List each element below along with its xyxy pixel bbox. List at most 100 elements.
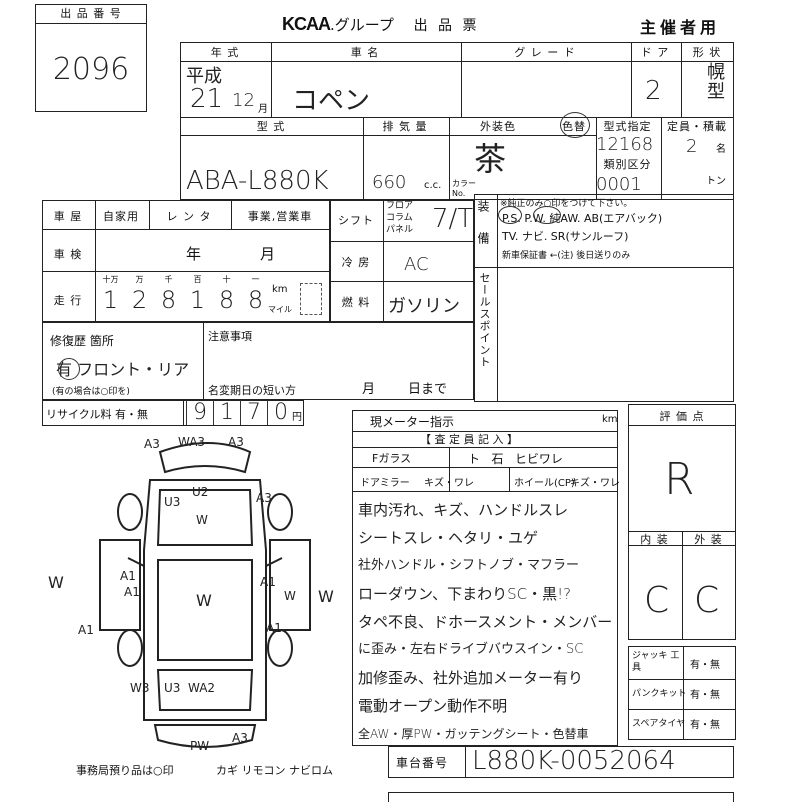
- damage-mark: WA2: [188, 681, 215, 695]
- damage-mark: W: [284, 589, 296, 603]
- note-line: 全AW・厚PW・ガッテングシート・色替車: [358, 727, 589, 741]
- tire-front-right: [267, 493, 293, 531]
- damage-mark: W: [48, 573, 64, 592]
- grade-score: R: [664, 454, 695, 505]
- class-value: 0001: [596, 174, 642, 195]
- tire-rear-right: [267, 629, 293, 667]
- inspection-label: 車 検: [53, 248, 83, 261]
- hood-shape: [156, 489, 254, 546]
- digit-label-100: 百: [193, 275, 202, 284]
- damage-mark: W3: [130, 681, 150, 695]
- spare-label: スペアタイヤ: [632, 719, 686, 729]
- tire-rear-left: [117, 629, 143, 667]
- jack-label: ジャッキ 工 具: [632, 651, 680, 673]
- shift-label: シフト: [338, 214, 374, 227]
- damage-mark: A1: [260, 575, 276, 589]
- fuel-label: 燃 料: [341, 296, 371, 309]
- puncture-label: パンクキット: [632, 689, 687, 699]
- chassis-label: 車台番号: [396, 756, 449, 770]
- damage-mark: W: [196, 591, 212, 610]
- shift-option-floor: フロア: [386, 201, 414, 211]
- equipment-note: ※純正のみ○印をつけて下さい。: [500, 199, 633, 209]
- damage-mark: A3: [144, 437, 160, 451]
- note-line: に歪み・左右ドライブバウスイン・SC: [358, 642, 584, 657]
- mileage-digit-labels: 十万 万 千 百 十 一: [96, 274, 270, 285]
- displacement-label: 排 気 量: [382, 120, 428, 133]
- recycle-digits: 9 1 7 0: [186, 400, 294, 425]
- ac-label: 冷 房: [341, 256, 371, 269]
- note-line: ローダウン、下まわりSC・黒!?: [358, 585, 572, 603]
- tire-front-left: [117, 493, 143, 531]
- chassis-value: L880K-0052064: [472, 746, 676, 776]
- accessory-table: [628, 646, 736, 740]
- name-change-label: 名変期日の短い方: [208, 384, 296, 397]
- grade-label: グ レ ー ド: [514, 46, 576, 59]
- ps-circle: [498, 206, 522, 224]
- jack-option: 有・無: [690, 660, 720, 671]
- use-label: 車 屋: [53, 210, 83, 223]
- digit-label-1: 一: [251, 275, 260, 284]
- body-outline: [143, 479, 267, 721]
- org-logo: KCAA: [282, 14, 331, 34]
- equipment-line1: P.S. P.W. 純AW. AB(エアバック): [502, 212, 663, 225]
- shift-options: フロア コラム パネル: [386, 200, 413, 236]
- repair-note: (有の場合は○印を): [52, 387, 130, 397]
- bottom-partial-box: [388, 792, 734, 802]
- note-line: 電動オープン動作不明: [358, 697, 508, 715]
- org-suffix: .グループ: [330, 16, 394, 34]
- equipment-line3: 新車保証書 ←(注) 後日送りのみ: [502, 251, 631, 261]
- note-line: 車内汚れ、キズ、ハンドルスレ: [358, 501, 569, 519]
- digit-label-100k: 十万: [102, 275, 119, 284]
- capacity-label: 定員・積載: [667, 120, 727, 133]
- equipment-box: [474, 194, 734, 402]
- exterior-label: 外 装: [694, 533, 723, 546]
- month-value: 12: [232, 90, 255, 111]
- door-label: ド ア: [640, 46, 670, 59]
- type-designation-value: 12168: [596, 134, 654, 155]
- car-damage-diagram: A3 WA3 A3 U3 U2 A3 W W A1 A1 A1 W W A1 W…: [48, 435, 334, 753]
- trunk-shape: [156, 669, 254, 711]
- mileage-digit: 2: [131, 286, 148, 314]
- note-line: 社外ハンドル・シフトノブ・マフラー: [358, 558, 580, 573]
- year-label: 年 式: [210, 46, 240, 59]
- lot-number-box: 出 品 番 号 2096: [35, 4, 147, 112]
- name-change-day: 日まで: [408, 382, 448, 397]
- shift-option-panel: パネル: [386, 225, 414, 235]
- ac-value: AC: [404, 254, 429, 275]
- model-value: ABA-L880K: [186, 166, 329, 196]
- year-value: 21: [190, 84, 224, 114]
- shape-label: 形 状: [692, 46, 722, 59]
- meter-label: 現メーター指示: [370, 415, 455, 429]
- left-mirror-line: [127, 557, 145, 567]
- color-no-label: カラー No.: [452, 179, 476, 198]
- recycle-digit: 7: [240, 400, 267, 425]
- load-unit: トン: [706, 176, 726, 187]
- type-designation-label: 型式指定: [603, 120, 652, 133]
- damage-mark: W: [318, 587, 334, 606]
- use-option-business: 事業,営業車: [247, 210, 313, 223]
- damage-mark: A1: [120, 569, 136, 583]
- inspector-box: [352, 410, 618, 746]
- glass-label: Fガラス: [372, 452, 412, 465]
- grade-label: 評 価 点: [659, 410, 705, 423]
- grade-box: [628, 404, 736, 640]
- mileage-label: 走 行: [53, 294, 83, 307]
- mile-checkbox: [300, 283, 322, 315]
- mileage-digit: 8: [218, 286, 235, 314]
- mileage-unit-mile: マイル: [268, 305, 292, 314]
- repair-value: 有 フロント・リア: [56, 360, 190, 379]
- exterior-value: C: [694, 580, 720, 621]
- right-mirror-line: [265, 557, 283, 567]
- rear-bumper-shape: [153, 724, 257, 748]
- inspector-title: 【 査 定 員 記 入 】: [420, 433, 518, 446]
- damage-mark: W: [196, 513, 208, 527]
- mileage-digit: 8: [247, 286, 264, 314]
- damage-mark: U3: [164, 681, 180, 695]
- damage-mark: A1: [124, 585, 140, 599]
- digit-label-10: 十: [222, 275, 231, 284]
- model-label: 型 式: [256, 120, 286, 133]
- color-label: 外装色: [480, 120, 516, 133]
- recycle-box: [42, 400, 304, 426]
- chassis-box: [388, 746, 734, 778]
- repair-caution-table: [42, 322, 474, 400]
